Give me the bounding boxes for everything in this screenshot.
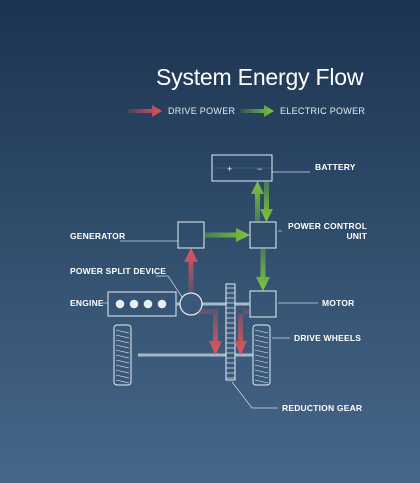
engine-cylinder-3 [143,299,153,309]
engine-cylinder-2 [129,299,139,309]
engine-box [107,291,177,317]
tire-tread [254,329,269,334]
tire-tread [254,339,269,344]
power-control-unit-box [249,221,277,249]
tire-tread [115,369,130,374]
battery-box: + − [211,154,273,182]
label-engine: ENGINE [70,298,104,308]
electric-arrow-battery-to-pcu [260,181,273,222]
battery-negative-terminal: − [257,164,262,174]
legend-drive-label: DRIVE POWER [168,106,236,116]
label-drive-wheels: DRIVE WHEELS [294,333,362,343]
drive-arrow-split-to-wheels [198,309,222,355]
tire-tread [115,374,130,379]
tire-tread [254,349,269,354]
tire-tread [254,369,269,374]
legend-electric-power: ELECTRIC POWER [240,104,365,118]
electric-arrow-generator-to-pcu [204,228,250,242]
drive-arrow-motor-to-wheels [234,309,250,355]
tire-tread [254,359,269,364]
electric-arrow-pcu-to-motor [256,248,270,291]
label-reduction-gear: REDUCTION GEAR [282,403,363,413]
leader-lines [103,171,318,409]
label-pcu-line1: POWER CONTROL [288,221,368,231]
tire-tread [115,339,130,344]
tire-tread [115,354,130,359]
motor-box [249,290,277,318]
left-drive-wheel [113,324,132,386]
tire-tread [115,334,130,339]
battery-positive-terminal: + [227,164,232,174]
generator-box [177,221,205,249]
tire-tread [115,379,130,384]
tire-tread [115,359,130,364]
label-battery: BATTERY [315,162,356,172]
tire-tread [254,374,269,379]
diagram-title: System Energy Flow [156,64,364,90]
tire-tread [254,344,269,349]
tire-tread [254,379,269,384]
tire-tread [254,364,269,369]
drive-power-arrow-icon [128,105,162,117]
engine-cylinder-4 [157,299,167,309]
tire-tread [254,354,269,359]
tire-tread [115,329,130,334]
drive-arrow-split-to-generator [184,248,198,293]
label-generator: GENERATOR [70,231,126,241]
label-pcu-line2: UNIT [346,231,368,241]
label-power-split-device: POWER SPLIT DEVICE [70,266,167,276]
legend-drive-power: DRIVE POWER [128,104,235,118]
engine-cylinder-1 [115,299,125,309]
leader-power-split [156,275,183,298]
label-motor: MOTOR [322,298,355,308]
electric-power-arrows [204,181,273,291]
tire-tread [254,334,269,339]
tire-tread [115,349,130,354]
electric-arrow-pcu-to-battery [251,181,264,222]
drive-power-arrows [184,248,250,355]
right-drive-wheel [252,324,271,386]
reduction-gear-shape [225,283,236,381]
label-power-control-unit: POWER CONTROL UNIT [288,221,367,241]
leader-reduction-gear [231,381,278,409]
tire-tread [115,344,130,349]
legend-electric-label: ELECTRIC POWER [280,106,366,116]
tire-tread [115,364,130,369]
electric-power-arrow-icon [240,105,274,117]
